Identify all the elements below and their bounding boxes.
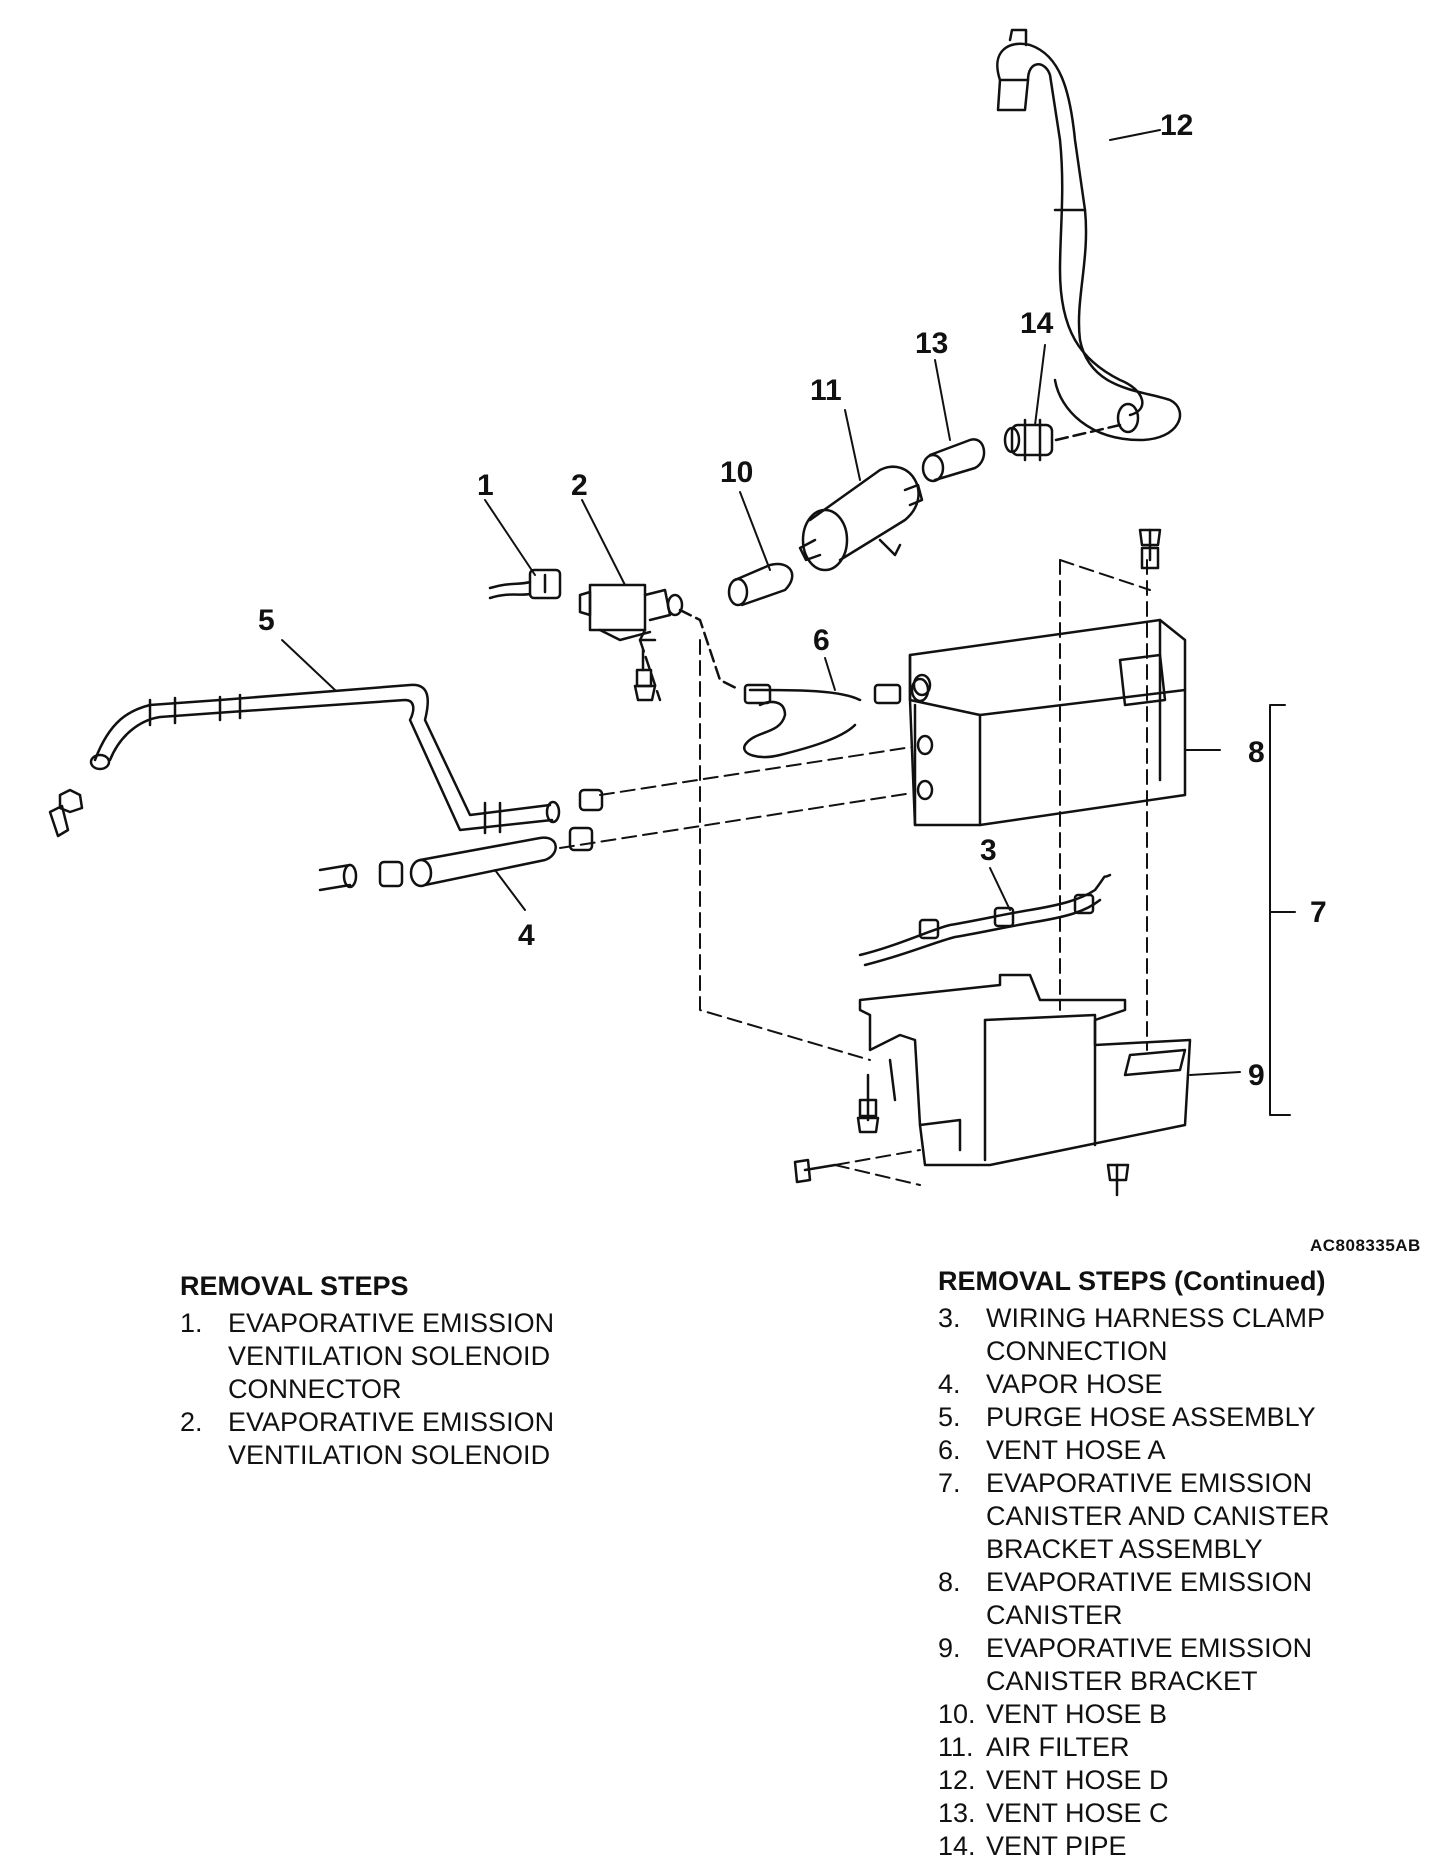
callout-10: 10	[720, 456, 753, 489]
step-text: EVAPORATIVE EMISSION CANISTER	[986, 1567, 1313, 1630]
step-text: WIRING HARNESS CLAMP CONNECTION	[986, 1303, 1325, 1366]
list-item: 13. VENT HOSE C	[938, 1797, 1366, 1830]
callout-6: 6	[813, 624, 830, 657]
vent-hose-d-part	[996, 28, 1182, 442]
canister-bracket-part	[858, 973, 1192, 1167]
step-text: VAPOR HOSE	[986, 1369, 1163, 1399]
step-text: EVAPORATIVE EMISSION CANISTER BRACKET	[986, 1633, 1313, 1696]
list-item: 12. VENT HOSE D	[938, 1764, 1366, 1797]
callout-13: 13	[915, 327, 948, 360]
step-text: EVAPORATIVE EMISSION VENTILATION SOLENOI…	[228, 1407, 555, 1470]
callout-1: 1	[477, 469, 494, 502]
step-text: PURGE HOSE ASSEMBLY	[986, 1402, 1316, 1432]
step-number: 8.	[938, 1567, 961, 1597]
vent-hose-c-part	[921, 438, 986, 483]
list-item: 10. VENT HOSE B	[938, 1698, 1366, 1731]
list-item: 4. VAPOR HOSE	[938, 1368, 1366, 1401]
removal-steps-title: REMOVAL STEPS	[180, 1271, 409, 1301]
removal-steps-continued-title: REMOVAL STEPS (Continued)	[938, 1266, 1326, 1296]
figure-reference-code: AC808335AB	[1310, 1236, 1421, 1255]
callout-14: 14	[1020, 307, 1054, 340]
removal-steps-list: 1. EVAPORATIVE EMISSION VENTILATION SOLE…	[180, 1307, 608, 1472]
step-number: 1.	[180, 1308, 203, 1338]
step-number: 12.	[938, 1765, 976, 1795]
step-text: VENT HOSE B	[986, 1699, 1168, 1729]
air-filter-part	[798, 465, 924, 572]
step-number: 14.	[938, 1831, 976, 1861]
callout-7: 7	[1310, 896, 1327, 929]
step-text: VENT HOSE A	[986, 1435, 1166, 1465]
callout-11: 11	[810, 374, 842, 407]
callout-12: 12	[1160, 109, 1193, 142]
list-item: 1. EVAPORATIVE EMISSION VENTILATION SOLE…	[180, 1307, 608, 1406]
step-number: 6.	[938, 1435, 961, 1465]
evaporative-emission-canister-part	[908, 618, 1187, 827]
callout-9: 9	[1248, 1059, 1265, 1092]
solenoid-connector-part	[488, 568, 562, 600]
purge-hose-assembly-part	[48, 683, 561, 838]
callout-2: 2	[571, 469, 588, 502]
step-number: 5.	[938, 1402, 961, 1432]
callout-4: 4	[518, 919, 535, 952]
exploded-parts-diagram: 1 2 3 4 5 6 7 8 9 10 11 12 13 14	[48, 28, 1327, 1197]
vapor-hose-part	[318, 788, 604, 892]
step-number: 2.	[180, 1407, 203, 1437]
step-number: 7.	[938, 1468, 961, 1498]
step-text: EVAPORATIVE EMISSION VENTILATION SOLENOI…	[228, 1308, 555, 1404]
step-text: VENT PIPE	[986, 1831, 1127, 1861]
list-item: 6. VENT HOSE A	[938, 1434, 1366, 1467]
removal-steps-continued-list: 3. WIRING HARNESS CLAMP CONNECTION 4. VAPO…	[938, 1302, 1366, 1863]
ventilation-solenoid-part	[578, 583, 742, 702]
list-item: 5. PURGE HOSE ASSEMBLY	[938, 1401, 1366, 1434]
step-number: 9.	[938, 1633, 961, 1663]
step-text: EVAPORATIVE EMISSION CANISTER AND CANIST…	[986, 1468, 1330, 1564]
step-text: VENT HOSE D	[986, 1765, 1169, 1795]
step-text: VENT HOSE C	[986, 1798, 1169, 1828]
step-number: 3.	[938, 1303, 961, 1333]
vent-hose-b-part	[727, 562, 794, 607]
list-item: 7. EVAPORATIVE EMISSION CANISTER AND CANI…	[938, 1467, 1366, 1566]
list-item: 14. VENT PIPE	[938, 1830, 1366, 1863]
removal-steps-continued: REMOVAL STEPS (Continued) 3. WIRING HARNE…	[938, 1265, 1366, 1863]
list-item: 2. EVAPORATIVE EMISSION VENTILATION SOLE…	[180, 1406, 608, 1472]
vent-hose-a-part	[743, 677, 930, 759]
step-number: 10.	[938, 1699, 976, 1729]
list-item: 9. EVAPORATIVE EMISSION CANISTER BRACKET	[938, 1632, 1366, 1698]
step-number: 13.	[938, 1798, 976, 1828]
list-item: 11. AIR FILTER	[938, 1731, 1366, 1764]
wiring-harness-part	[858, 873, 1112, 967]
callout-8: 8	[1248, 736, 1265, 769]
callout-3: 3	[980, 834, 997, 867]
vent-pipe-part	[1003, 418, 1122, 462]
removal-steps: REMOVAL STEPS 1. EVAPORATIVE EMISSION VE…	[180, 1270, 608, 1472]
mounting-bolts	[793, 528, 1162, 1197]
step-number: 11.	[938, 1732, 974, 1762]
callout-5: 5	[258, 604, 275, 637]
list-item: 8. EVAPORATIVE EMISSION CANISTER	[938, 1566, 1366, 1632]
step-number: 4.	[938, 1369, 961, 1399]
list-item: 3. WIRING HARNESS CLAMP CONNECTION	[938, 1302, 1366, 1368]
step-text: AIR FILTER	[986, 1732, 1130, 1762]
